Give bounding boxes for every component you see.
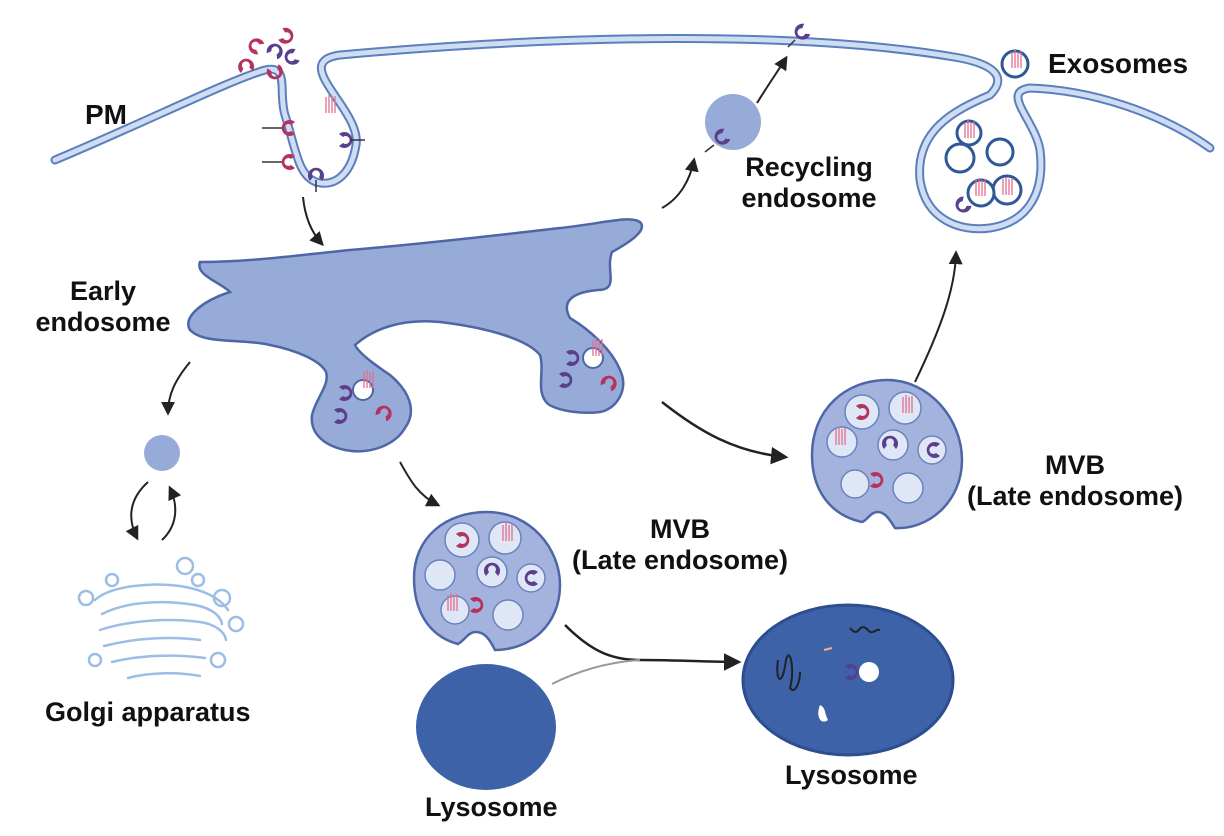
label-mvb-right-line1: MVB <box>1045 450 1105 480</box>
mvb-right <box>810 378 964 530</box>
label-pm: PM <box>85 99 127 130</box>
lysosome-right <box>741 603 955 757</box>
label-mvb-center-line2: (Late endosome) <box>571 545 789 575</box>
label-exosomes: Exosomes <box>1048 48 1189 79</box>
endocytic-pit-receptors <box>262 94 365 192</box>
lysosome-bottom <box>416 664 556 790</box>
label-mvb-right-line2: (Late endosome) <box>966 481 1184 511</box>
label-early-endosome: Early endosome <box>28 276 178 338</box>
label-early-line1: Early <box>69 276 137 306</box>
recycled-receptor <box>787 22 812 48</box>
label-mvb-right: MVB (Late endosome) <box>960 450 1190 512</box>
label-golgi-apparatus: Golgi apparatus <box>45 697 251 727</box>
pathway-arrows <box>125 55 963 685</box>
golgi-apparatus <box>77 556 245 680</box>
plasma-membrane <box>50 33 1215 234</box>
early-endosome <box>187 218 644 453</box>
transport-vesicle <box>144 435 180 471</box>
label-lysosome-right: Lysosome <box>785 760 918 790</box>
released-exosome <box>1000 49 1030 79</box>
exosome-pocket <box>944 119 1023 216</box>
label-mvb-center-line1: MVB <box>650 514 710 544</box>
label-lysosome-bottom: Lysosome <box>425 792 558 822</box>
label-early-line2: endosome <box>35 307 171 337</box>
mvb-center <box>412 510 562 652</box>
label-mvb-center: MVB (Late endosome) <box>564 514 796 576</box>
label-recycling-endosome: Recycling endosome <box>734 152 884 214</box>
label-recycling-line2: endosome <box>741 183 877 213</box>
recycling-endosome <box>704 94 761 153</box>
label-recycling-line1: Recycling <box>745 152 873 182</box>
early-endosome-cargo <box>334 337 620 424</box>
